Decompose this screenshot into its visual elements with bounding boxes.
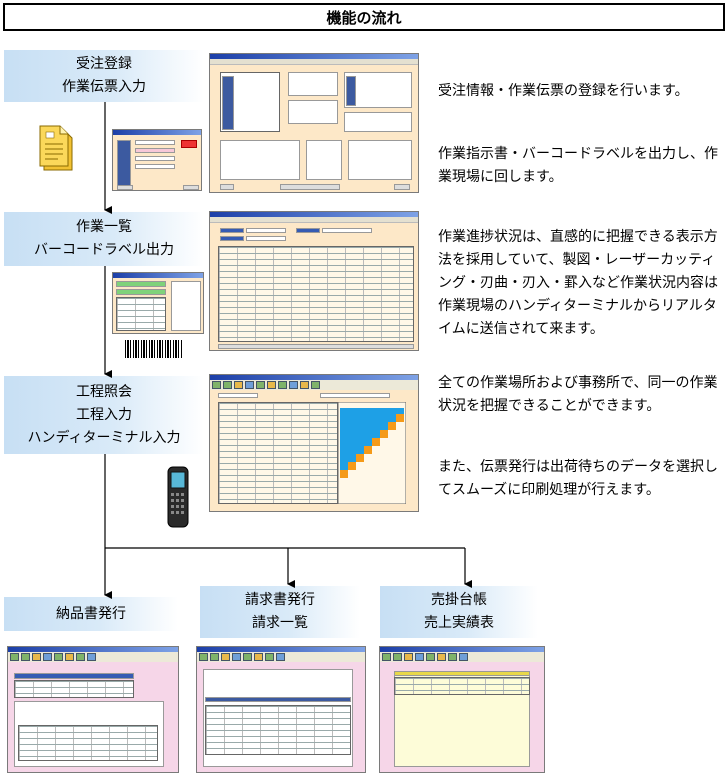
label-print-screenshot bbox=[112, 272, 204, 334]
stage-label: ハンディターミナル入力 bbox=[27, 429, 181, 446]
stage-label: 作業一覧 bbox=[76, 219, 132, 235]
description-shared-status: 全ての作業場所および事務所で、同一の作業状況を把握できることができます。 bbox=[438, 375, 718, 414]
stage-label: 売上実績表 bbox=[424, 615, 494, 631]
stage-label: 納品書発行 bbox=[56, 605, 126, 622]
stage-label: 作業伝票入力 bbox=[62, 79, 146, 95]
document-icon bbox=[39, 125, 73, 171]
stage-invoice: 請求書発行 請求一覧 bbox=[200, 586, 360, 638]
process-inquiry-screenshot bbox=[209, 374, 419, 512]
stage-label: 工程入力 bbox=[76, 406, 132, 423]
barcode-icon bbox=[125, 340, 183, 358]
stage-label: 売掛台帳 bbox=[431, 592, 487, 608]
description-progress: 作業進捗状況は、直感的に把握できる表示方法を採用していて、製図・レーザーカッティ… bbox=[438, 229, 718, 337]
stage-order-entry: 受注登録 作業伝票入力 bbox=[4, 50, 204, 102]
delivery-note-screenshot bbox=[7, 646, 179, 773]
stage-label: 受注登録 bbox=[76, 56, 132, 72]
stage-label: 請求書発行 bbox=[245, 592, 315, 608]
order-entry-screenshot bbox=[209, 53, 419, 193]
description-order-entry: 受注情報・作業伝票の登録を行います。 bbox=[438, 83, 689, 99]
work-list-screenshot bbox=[209, 211, 419, 351]
stage-label: 請求一覧 bbox=[252, 615, 308, 631]
stage-process-inquiry: 工程照会 工程入力 ハンディターミナル入力 bbox=[4, 376, 204, 454]
stage-delivery-note: 納品書発行 bbox=[4, 597, 178, 631]
order-popup-screenshot bbox=[112, 129, 202, 191]
invoice-screenshot bbox=[196, 646, 366, 773]
stage-label: 工程照会 bbox=[76, 383, 132, 400]
stage-label: バーコードラベル出力 bbox=[34, 242, 174, 258]
stage-work-list: 作業一覧 バーコードラベル出力 bbox=[4, 212, 204, 266]
stage-receivables-ledger: 売掛台帳 売上実績表 bbox=[380, 586, 538, 638]
ledger-screenshot bbox=[379, 646, 545, 773]
page-title: 機能の流れ bbox=[3, 3, 725, 31]
description-slip-printing: また、伝票発行は出荷待ちのデータを選択してスムーズに印刷処理が行えます。 bbox=[438, 459, 718, 498]
progress-grid bbox=[338, 402, 406, 504]
handheld-terminal-icon bbox=[167, 466, 189, 528]
description-instructions: 作業指示書・バーコードラベルを出力し、作業現場に回します。 bbox=[438, 146, 718, 185]
